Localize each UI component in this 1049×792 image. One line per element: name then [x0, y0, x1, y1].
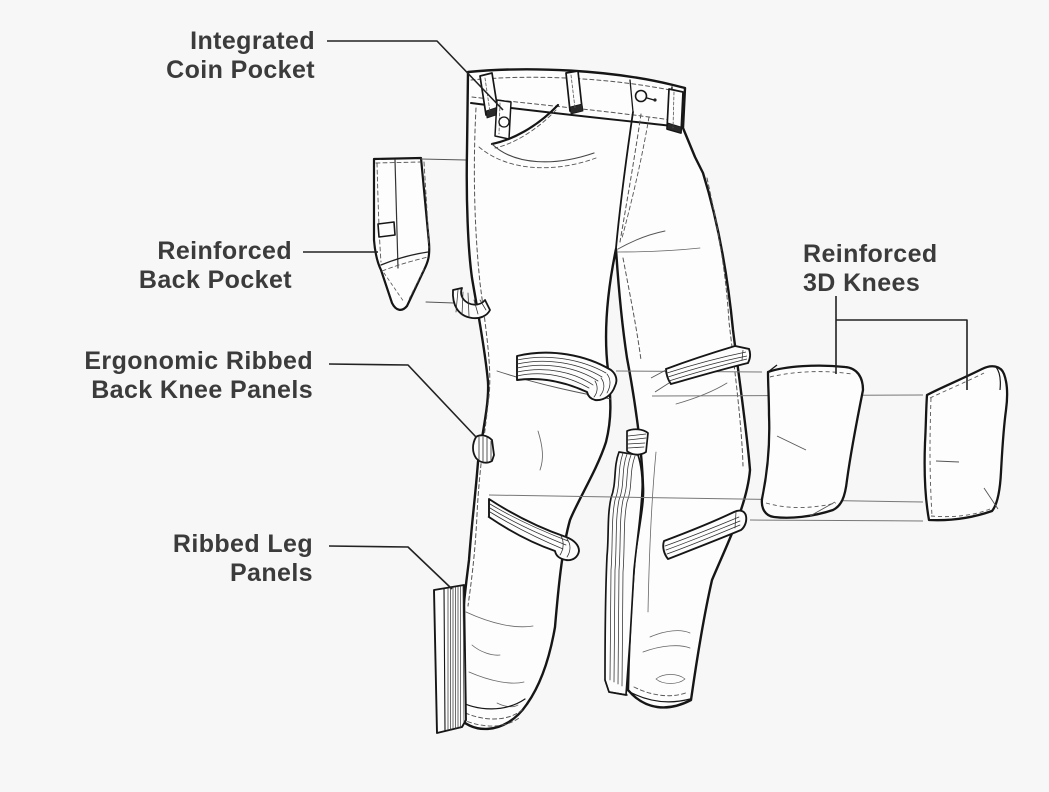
leader-line-coin-pocket	[327, 40, 504, 111]
leader-line-back-knee	[328, 363, 477, 438]
inner-strip-top-tab	[626, 428, 649, 456]
knee-band-left-lower	[488, 498, 580, 562]
coin-pocket-drawing	[494, 99, 512, 140]
back-pocket-tab	[377, 221, 396, 238]
pocket-connector-top	[420, 158, 467, 161]
belt-loop	[565, 70, 584, 115]
pants-drawing	[433, 68, 752, 734]
front-pocket	[478, 103, 597, 169]
waist-button	[634, 89, 657, 103]
callout-3d-knees: Reinforced 3D Knees	[803, 240, 938, 298]
seam-stitching	[467, 107, 744, 607]
callout-leg-panels: Ribbed Leg Panels	[75, 530, 313, 588]
inner-leg-ribbed-strip	[604, 451, 644, 696]
calf-ribbed-panel	[433, 584, 467, 734]
knee-band-right-upper	[650, 345, 752, 393]
callout-leg-panels-line2: Panels	[229, 559, 313, 587]
rivet	[498, 116, 510, 128]
callout-coin-pocket-line1: Integrated	[190, 27, 315, 55]
knee-pad-left	[760, 364, 865, 519]
pocket-connector-bottom	[425, 301, 455, 304]
back-pocket-drawing	[372, 156, 467, 311]
bracket-3d-knees	[835, 296, 968, 390]
hip-ribbed-tab	[452, 287, 491, 320]
callout-coin-pocket: Integrated Coin Pocket	[75, 27, 315, 85]
callout-coin-pocket-line2: Coin Pocket	[166, 56, 315, 84]
center-seam	[615, 111, 650, 249]
belt-loop	[666, 88, 684, 134]
leader-line-leg-panels	[328, 545, 453, 590]
callout-3d-knees-line2: 3D Knees	[803, 269, 921, 297]
callout-back-knee-panels: Ergonomic Ribbed Back Knee Panels	[60, 347, 313, 405]
knee-pad-right	[923, 365, 1009, 522]
callout-back-pocket-line2: Back Pocket	[138, 266, 292, 294]
knee-band-right-lower	[662, 509, 748, 560]
callout-back-pocket-line1: Reinforced	[157, 237, 292, 265]
callout-back-knee-line2: Back Knee Panels	[91, 376, 313, 404]
callout-3d-knees-line1: Reinforced	[803, 240, 938, 268]
callout-back-pocket: Reinforced Back Pocket	[75, 237, 292, 295]
callout-leg-panels-line1: Ribbed Leg	[172, 530, 313, 558]
knee-band-left-upper	[516, 351, 618, 402]
callout-back-knee-line1: Ergonomic Ribbed	[84, 347, 313, 375]
back-knee-ribbed-tab	[472, 434, 495, 464]
leader-lines	[303, 40, 968, 590]
